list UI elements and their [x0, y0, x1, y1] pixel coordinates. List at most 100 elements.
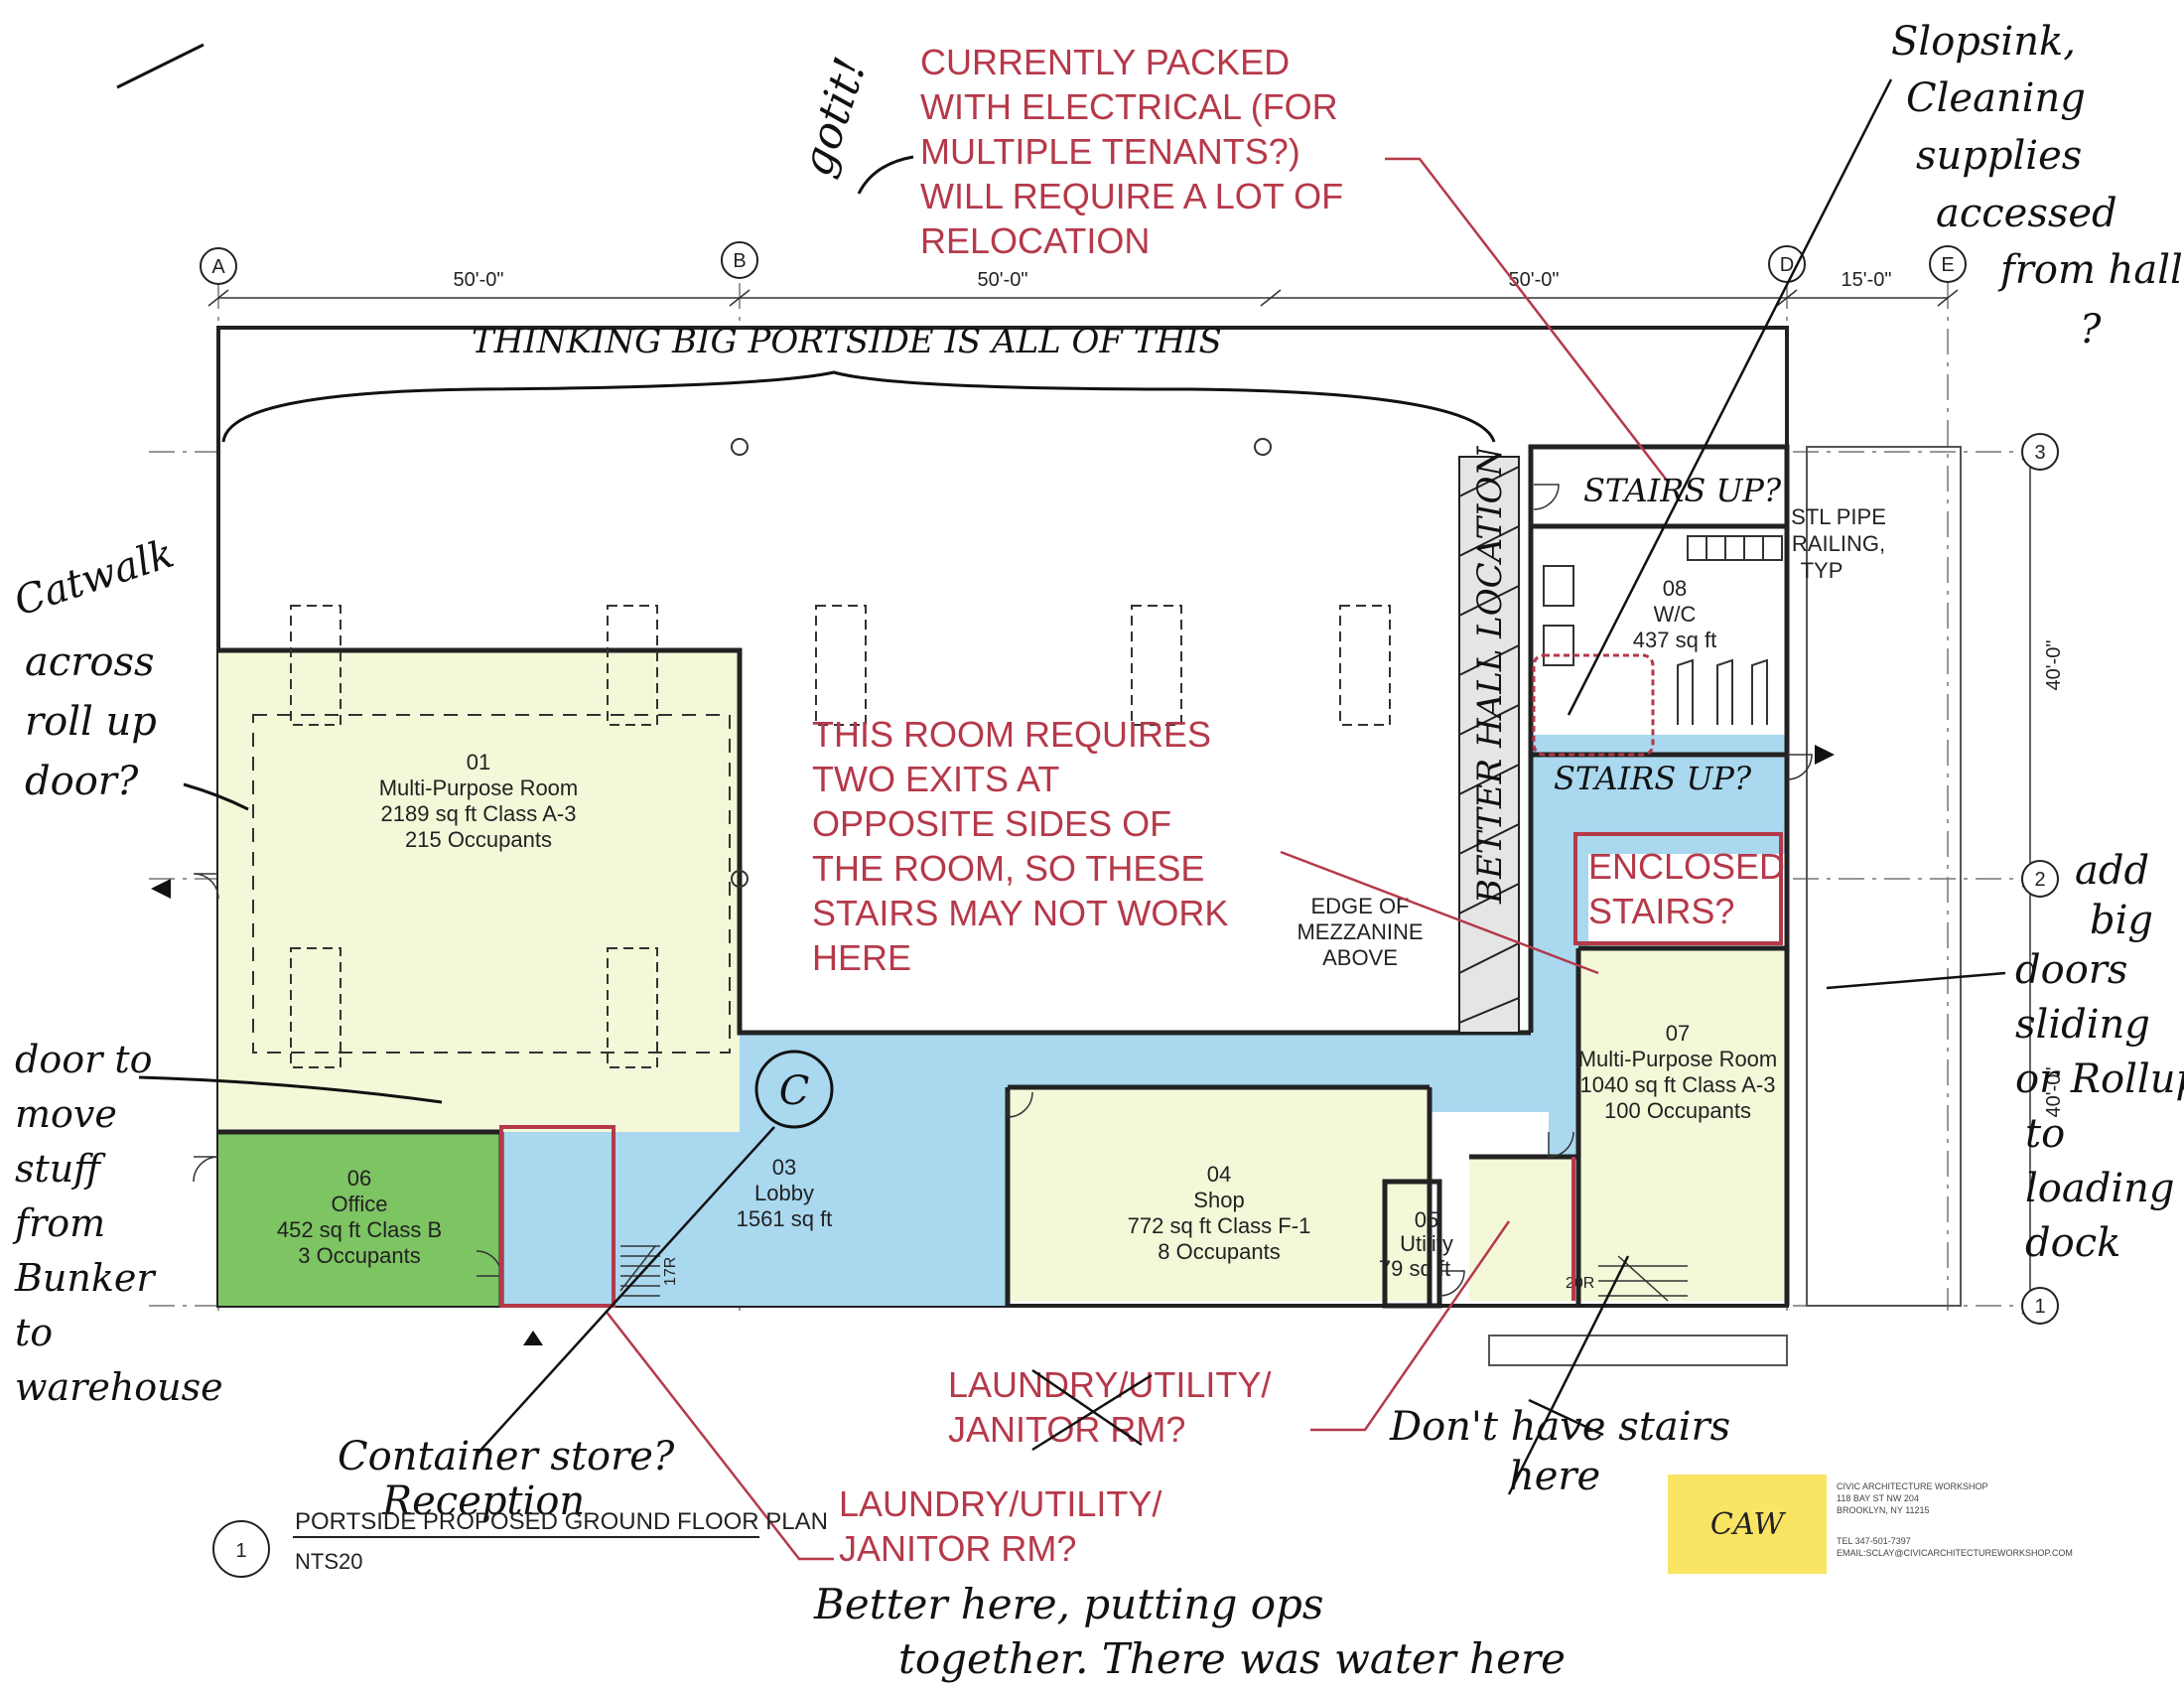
hand-thinking-big: THINKING BIG PORTSIDE IS ALL OF THIS [472, 322, 1222, 361]
svg-text:LAUNDRY/UTILITY/: LAUNDRY/UTILITY/ [948, 1364, 1271, 1405]
svg-text:to: to [15, 1311, 53, 1354]
title-block: 1 PORTSIDE PROPOSED GROUND FLOOR PLAN NT… [212, 1508, 828, 1578]
room-08-label: 08 W/C 437 sq ft [1633, 576, 1716, 652]
red-note-exits: THIS ROOM REQUIRES TWO EXITS AT OPPOSITE… [812, 714, 1228, 978]
svg-text:door to: door to [15, 1038, 152, 1081]
svg-text:C: C [779, 1068, 810, 1114]
svg-text:TYP: TYP [1801, 558, 1843, 583]
svg-text:437 sq ft: 437 sq ft [1633, 628, 1716, 652]
svg-text:Bunker: Bunker [14, 1256, 157, 1300]
svg-text:1561 sq ft: 1561 sq ft [737, 1206, 833, 1231]
stair-07 [1598, 1255, 1688, 1302]
stair-17r-label: 17R [662, 1257, 679, 1286]
svg-text:TWO EXITS AT: TWO EXITS AT [812, 759, 1059, 799]
svg-text:?: ? [2080, 307, 2102, 352]
svg-text:STAIRS MAY NOT WORK: STAIRS MAY NOT WORK [812, 893, 1228, 933]
svg-text:04: 04 [1207, 1162, 1231, 1187]
laundry-fill [1469, 1157, 1578, 1301]
red-note-electrical: CURRENTLY PACKED WITH ELECTRICAL (FOR MU… [920, 42, 1343, 261]
svg-text:RELOCATION: RELOCATION [920, 220, 1150, 261]
hand-gotit: gotit! [791, 52, 877, 183]
grid-bubble-2: 2 [2021, 860, 2059, 898]
ew-strip [1806, 446, 1962, 1307]
svg-text:Multi-Purpose Room: Multi-Purpose Room [379, 775, 579, 800]
dont-have-leader [1507, 1255, 1630, 1495]
svg-text:doors: doors [2015, 947, 2127, 993]
svg-text:CURRENTLY PACKED: CURRENTLY PACKED [920, 42, 1290, 82]
mezzanine-label: EDGE OF MEZZANINE ABOVE [1297, 894, 1423, 970]
red-note-laundry-1: LAUNDRY/UTILITY/ JANITOR RM? [948, 1364, 1271, 1450]
dim-de: 15'-0" [1842, 269, 1892, 291]
svg-text:B: B [733, 250, 746, 272]
svg-text:MULTIPLE TENANTS?): MULTIPLE TENANTS?) [920, 131, 1300, 172]
svg-text:or Rollup: or Rollup [2015, 1056, 2184, 1102]
svg-text:ABOVE: ABOVE [1322, 945, 1398, 970]
stair-lobby [619, 1245, 660, 1297]
hand-reception: Reception [381, 1478, 585, 1524]
svg-text:05: 05 [1415, 1207, 1438, 1232]
svg-text:add: add [2075, 848, 2149, 894]
svg-text:03: 03 [772, 1155, 796, 1180]
room-07-label: 07 Multi-Purpose Room 1040 sq ft Class A… [1578, 1021, 1778, 1123]
container-leader [476, 1126, 775, 1456]
grid-bubble-b: B [721, 241, 758, 279]
hatched-hall [1458, 456, 1520, 1034]
plan-number: 1 [235, 1540, 246, 1562]
loading-dock-strip [1488, 1335, 1788, 1366]
room-04-fill [1008, 1087, 1430, 1301]
svg-text:BROOKLYN, NY 11215: BROOKLYN, NY 11215 [1837, 1505, 1930, 1515]
caw-logo: CAW CIVIC ARCHITECTURE WORKSHOP 118 BAY … [1668, 1475, 2073, 1574]
svg-text:452 sq ft Class B: 452 sq ft Class B [277, 1217, 442, 1242]
svg-text:772 sq ft Class F-1: 772 sq ft Class F-1 [1128, 1213, 1311, 1238]
stair-20r-label: 20R [1566, 1275, 1594, 1292]
hand-add-doors: add big doors sliding or Rollup to loadi… [2015, 848, 2184, 1266]
hand-door-move: door to move stuff from Bunker to wareho… [12, 1038, 223, 1409]
strike-janitor-2 [1031, 1373, 1153, 1452]
svg-text:across: across [25, 639, 155, 685]
hand-dont-have: Don't have stairs [1389, 1404, 1730, 1450]
hand-container: Container store? [338, 1434, 675, 1479]
svg-text:07: 07 [1666, 1021, 1690, 1046]
svg-text:2: 2 [2034, 869, 2045, 891]
svg-text:Office: Office [331, 1192, 387, 1216]
walls [218, 444, 1790, 1309]
svg-text:Cleaning: Cleaning [1906, 75, 2086, 121]
dim-ab: 50'-0" [454, 269, 504, 291]
hand-better-hall: BETTER HALL LOCATION [1470, 446, 1510, 905]
grid-bubble-d: D [1768, 245, 1806, 283]
grid-bubble-a: A [200, 247, 237, 285]
plan-scale: NTS20 [295, 1549, 362, 1574]
svg-text:accessed: accessed [1936, 191, 2117, 236]
svg-text:Utility: Utility [1400, 1231, 1453, 1256]
svg-text:A: A [211, 256, 225, 278]
svg-text:supplies: supplies [1916, 133, 2082, 179]
svg-text:3 Occupants: 3 Occupants [298, 1243, 421, 1268]
svg-text:loading: loading [2025, 1166, 2175, 1211]
strike-janitor [1031, 1368, 1143, 1447]
svg-text:warehouse: warehouse [15, 1365, 223, 1409]
hand-catwalk: Catwalk across roll up door? [9, 531, 180, 804]
dim-bc: 50'-0" [978, 269, 1028, 291]
svg-text:D: D [1780, 254, 1794, 276]
red-note-laundry-2: LAUNDRY/UTILITY/ JANITOR RM? [839, 1483, 1161, 1569]
grid-bubble-e: E [1929, 245, 1967, 283]
svg-text:door?: door? [25, 759, 139, 804]
room-06-label: 06 Office 452 sq ft Class B 3 Occupants [277, 1166, 442, 1268]
svg-text:01: 01 [467, 750, 490, 774]
add-doors-leader [1826, 971, 2006, 990]
svg-text:Lobby: Lobby [754, 1181, 814, 1205]
svg-text:06: 06 [347, 1166, 371, 1191]
svg-text:EMAIL:SCLAY@CIVICARCHITECTUREW: EMAIL:SCLAY@CIVICARCHITECTUREWORKSHOP.CO… [1837, 1548, 2073, 1558]
room-04-label: 04 Shop 772 sq ft Class F-1 8 Occupants [1128, 1162, 1311, 1264]
svg-text:TEL 347-501-7397: TEL 347-501-7397 [1837, 1536, 1911, 1546]
doors [193, 484, 1813, 1297]
slopsink-leader [1567, 78, 1893, 716]
svg-text:MEZZANINE: MEZZANINE [1297, 919, 1423, 944]
svg-text:STAIRS?: STAIRS? [1588, 891, 1734, 931]
svg-text:EDGE OF: EDGE OF [1310, 894, 1409, 918]
hand-here: here [1509, 1454, 1600, 1499]
dim-r23: 40'-0" [2043, 640, 2065, 691]
pen-stroke [116, 43, 205, 89]
svg-text:OPPOSITE SIDES OF: OPPOSITE SIDES OF [812, 803, 1171, 844]
red-leaders [605, 157, 1669, 1561]
